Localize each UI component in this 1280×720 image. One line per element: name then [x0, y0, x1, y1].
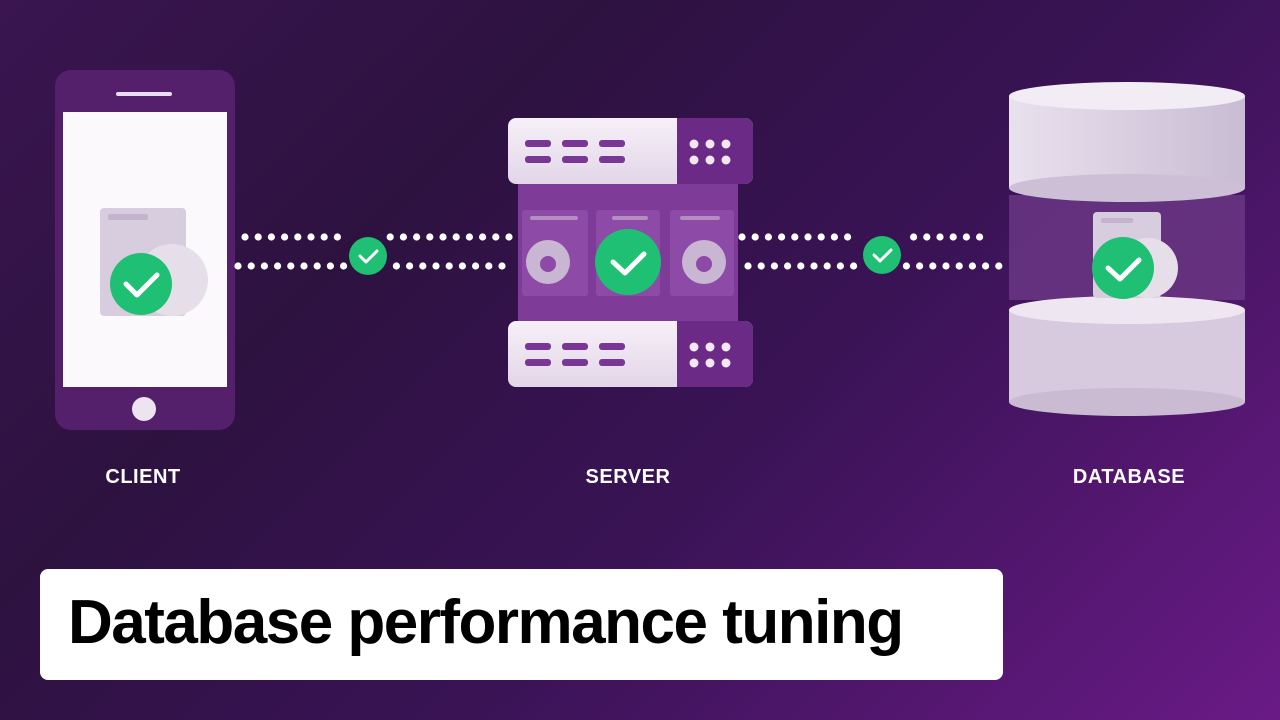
connection-dot [479, 233, 487, 241]
connection-dot [432, 262, 440, 270]
server-check-icon [595, 229, 661, 295]
connection-dot [386, 233, 394, 241]
connection-dot [757, 262, 765, 270]
connection-dot [830, 233, 839, 241]
connection-check-left [349, 237, 387, 275]
connection-dot [439, 233, 447, 241]
connection-dot [850, 262, 858, 270]
connection-dot [392, 262, 400, 270]
connection-dot [313, 262, 321, 270]
connection-dot [426, 233, 434, 241]
connection-dot [492, 233, 500, 241]
connection-dot [902, 262, 911, 270]
connection-dot [458, 262, 466, 270]
connection-dot [764, 233, 773, 241]
connection-dot [804, 233, 812, 241]
connection-dot [910, 233, 918, 241]
connection-dot [797, 262, 805, 270]
hard-drive-icon [522, 210, 588, 296]
connection-check-right [863, 236, 901, 274]
connection-dot [294, 233, 302, 241]
connection-dot [241, 233, 249, 241]
connection-dot [810, 262, 818, 270]
connection-dot [751, 233, 759, 241]
database-label: DATABASE [1072, 466, 1186, 488]
database-check-icon [1092, 237, 1154, 299]
connection-dot [936, 233, 944, 241]
connection-dot [498, 262, 506, 270]
connection-dot [791, 233, 799, 241]
connection-dot [823, 262, 831, 270]
server-rack [508, 118, 753, 387]
connection-dot [267, 233, 275, 241]
connection-dot [326, 262, 334, 270]
connection-dot [281, 233, 289, 241]
server-unit-top [508, 118, 753, 184]
connection-dot [254, 233, 262, 241]
connection-dot [844, 233, 852, 241]
connection-dot [968, 262, 977, 270]
connection-dot [419, 262, 427, 270]
connection-dot [472, 262, 480, 270]
connection-dot [778, 233, 786, 241]
connection-client-server [234, 233, 513, 270]
connection-dot [287, 262, 295, 270]
server-label: SERVER [585, 466, 671, 488]
connection-dot [399, 233, 407, 241]
client-check-icon [110, 253, 172, 315]
connection-dot [982, 262, 990, 270]
connection-dot [942, 262, 950, 270]
connection-dot [505, 233, 513, 241]
connection-dot [307, 233, 315, 241]
database-cylinder [1009, 82, 1245, 416]
connection-dot [320, 233, 328, 241]
connection-dot [247, 262, 255, 270]
connection-dot [452, 233, 460, 241]
connection-dot [955, 262, 963, 270]
connection-dot [770, 262, 779, 270]
connection-dot [976, 233, 984, 241]
connection-dot [485, 262, 493, 270]
connection-dot [274, 262, 282, 270]
connection-dot [234, 262, 242, 270]
connection-dot [744, 262, 752, 270]
connection-dot [465, 233, 473, 241]
connection-dot [995, 262, 1003, 270]
connection-dot [962, 233, 971, 241]
connection-dot [817, 233, 825, 241]
hard-drive-icon [670, 210, 734, 296]
connection-dot [836, 262, 845, 270]
connection-dot [929, 262, 937, 270]
caption-title: Database performance tuning [68, 588, 904, 657]
connection-dot [406, 262, 414, 270]
connection-dot [445, 262, 453, 270]
connection-dot [949, 233, 957, 241]
client-label: CLIENT [105, 466, 181, 488]
connection-dot [738, 233, 746, 241]
connection-dot [333, 233, 341, 241]
connection-server-database [738, 233, 1003, 270]
connection-dot [413, 233, 421, 241]
caption-box: Database performance tuning [40, 569, 1003, 680]
client-phone [55, 70, 235, 430]
connection-dot [923, 233, 931, 241]
connection-dot [300, 262, 308, 270]
connection-dot [260, 262, 268, 270]
connection-dot [340, 262, 348, 270]
server-unit-bottom [508, 321, 753, 387]
connection-dot [916, 262, 924, 270]
connection-dot [784, 262, 792, 270]
